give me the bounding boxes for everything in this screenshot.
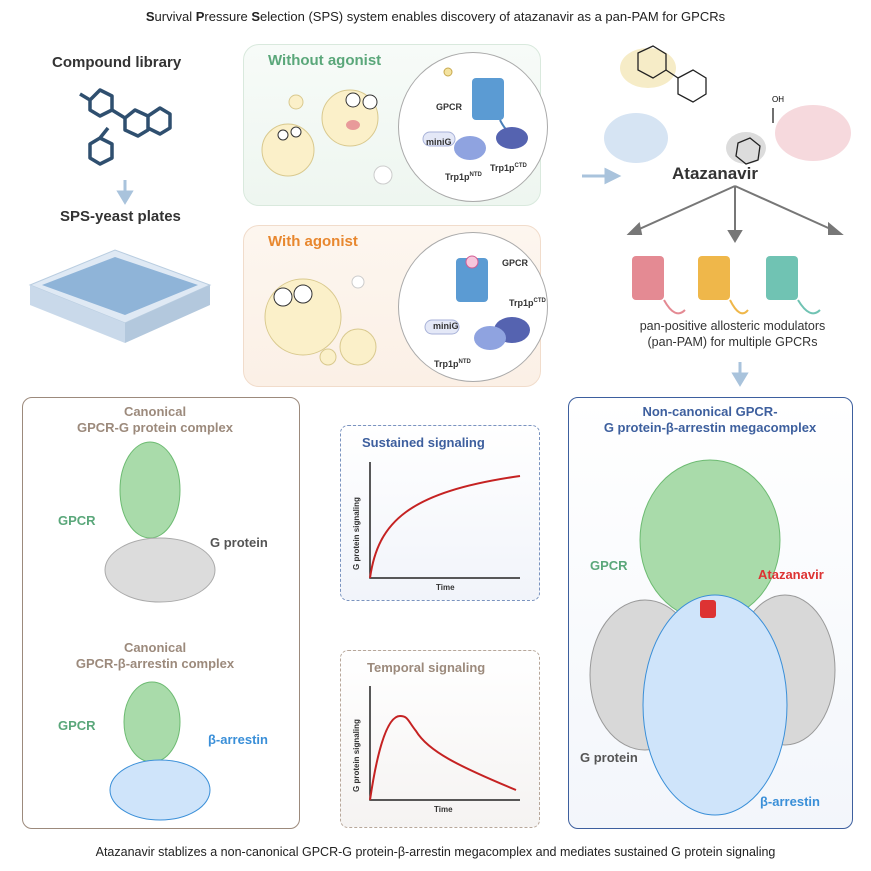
trp1p-ntd-label: Trp1pNTD	[434, 359, 471, 369]
sustained-curve	[369, 475, 521, 579]
temporal-signaling-title: Temporal signaling	[367, 660, 486, 675]
compound-library-label: Compound library	[52, 54, 182, 71]
temporal-signaling-plot	[369, 686, 520, 801]
gpcr-arrestin-structure	[109, 681, 211, 821]
sps-plates-label: SPS-yeast plates	[60, 208, 181, 225]
down-arrow-icon	[116, 180, 134, 205]
sustained-signaling-panel	[340, 425, 540, 601]
caption: Atazanavir stablizes a non-canonical GPC…	[95, 845, 776, 859]
gpcr-label: GPCR	[436, 102, 463, 112]
y-axis-label: G protein signaling	[352, 497, 361, 570]
gpcr-label: GPCR	[590, 558, 628, 573]
beta-arrestin-label: β-arrestin	[208, 732, 268, 747]
y-axis-label: G protein signaling	[352, 719, 361, 792]
temporal-curve	[369, 714, 517, 801]
atazanavir-binding-icon	[700, 600, 716, 618]
g-protein-label: G protein	[210, 535, 268, 550]
gpcr-active-icon	[424, 255, 530, 350]
down-arrow-icon	[731, 362, 749, 387]
without-agonist-zoom-circle	[398, 52, 548, 202]
yeast-cells-icon	[261, 89, 393, 185]
canonical-complexes-panel	[22, 397, 300, 829]
x-axis-label: Time	[434, 805, 453, 814]
megacomplex-structure	[589, 459, 836, 816]
atazanavir-structure: OH	[604, 45, 851, 165]
gpcr-g-protein-structure	[104, 441, 216, 603]
trp1p-ntd-label: Trp1pNTD	[445, 172, 482, 182]
yeast-cells-growing-icon	[264, 275, 377, 366]
atazanavir-label: Atazanavir	[672, 164, 758, 183]
beta-arrestin-label: β-arrestin	[760, 794, 820, 809]
sustained-signaling-title: Sustained signaling	[362, 435, 485, 450]
sustained-signaling-plot	[369, 462, 521, 579]
gpcr-label: GPCR	[502, 258, 529, 268]
megacomplex-title: Non-canonical GPCR-G protein-β-arrestin …	[603, 404, 817, 435]
yeast-plate-icon	[28, 249, 212, 343]
gpcr-label: GPCR	[58, 718, 96, 733]
temporal-signaling-panel	[340, 650, 540, 828]
atazanavir-label: Atazanavir	[758, 567, 824, 582]
with-agonist-title: With agonist	[268, 233, 358, 250]
oh-label: OH	[772, 95, 784, 104]
trp1p-ctd-label: Trp1pCTD	[490, 163, 527, 173]
g-protein-label: G protein	[580, 750, 638, 765]
compound-molecules-icon	[79, 88, 172, 166]
right-arrow-icon	[582, 167, 622, 185]
gpcr-inactive-icon	[422, 67, 528, 160]
figure-title: Survival Pressure Selection (SPS) system…	[145, 9, 726, 24]
x-axis-label: Time	[436, 583, 455, 592]
minig-label: miniG	[433, 321, 459, 331]
gpcr-family-icons	[632, 256, 821, 315]
branch-arrows-icon	[626, 185, 844, 243]
minig-label: miniG	[426, 137, 452, 147]
without-agonist-title: Without agonist	[268, 52, 382, 69]
gpcr-label: GPCR	[58, 513, 96, 528]
pan-pam-description: pan-positive allosteric modulators(pan-P…	[639, 319, 826, 349]
trp1p-ctd-label: Trp1pCTD	[509, 298, 546, 308]
